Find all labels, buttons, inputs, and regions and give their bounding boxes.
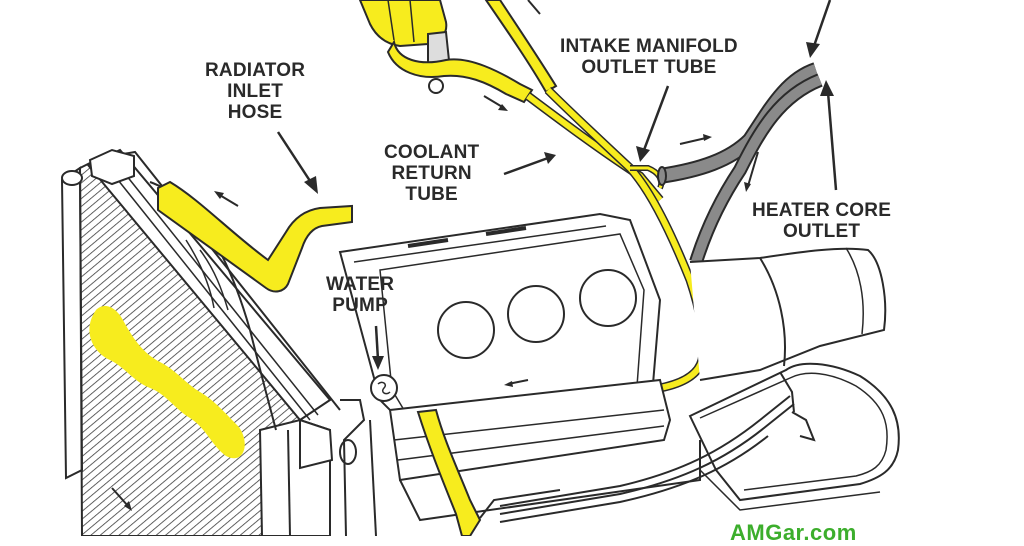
cylinder-port-3 xyxy=(579,269,637,327)
cylinder-port-2 xyxy=(507,285,565,343)
thermostat-housing xyxy=(358,0,452,94)
label-intake-manifold-outlet-tube: INTAKE MANIFOLD OUTLET TUBE xyxy=(560,36,738,78)
intake-manifold-outlet-tube xyxy=(386,0,708,415)
label-water-pump: WATER PUMP xyxy=(326,274,395,316)
transmission xyxy=(689,247,887,381)
arrow-icon xyxy=(276,131,314,185)
label-coolant-return-tube: COOLANT RETURN TUBE xyxy=(384,142,480,205)
coolant-in-radiator xyxy=(89,306,245,459)
water-pump xyxy=(370,374,561,536)
oil-pan xyxy=(499,362,900,523)
engine-block xyxy=(338,212,701,536)
label-radiator-inlet-hose: RADIATOR INLET HOSE xyxy=(205,60,306,123)
watermark: AMGar.com xyxy=(730,520,857,545)
radiator-inlet-hose xyxy=(157,180,353,293)
radiator xyxy=(60,148,341,536)
label-heater-core-outlet: HEATER CORE OUTLET xyxy=(752,200,892,242)
heater-core-hoses xyxy=(657,62,823,265)
label-pointers xyxy=(276,0,838,370)
cylinder-port-1 xyxy=(437,301,495,359)
